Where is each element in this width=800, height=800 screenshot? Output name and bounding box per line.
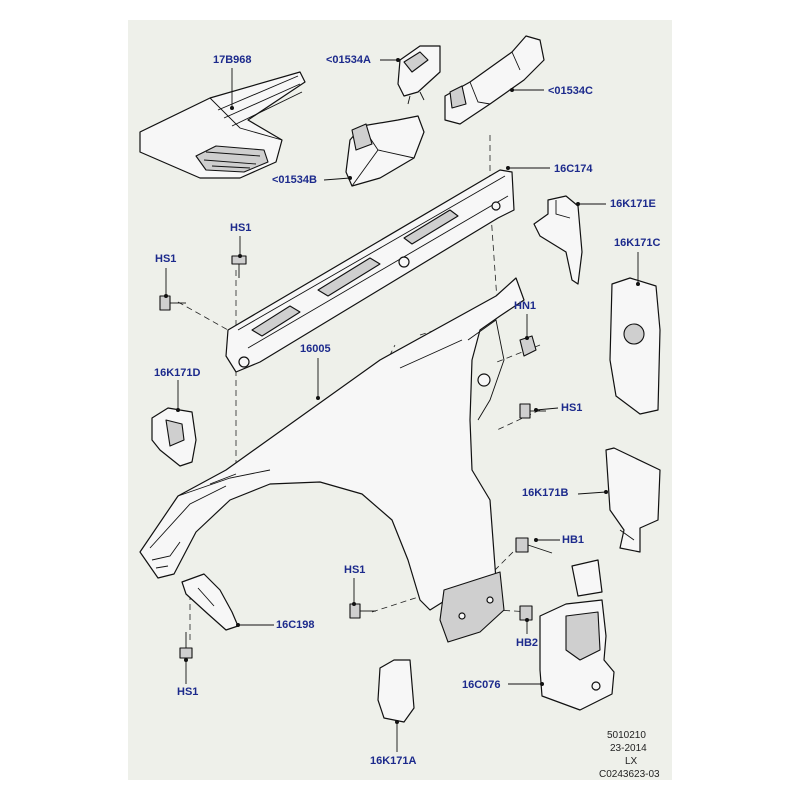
- fastener-hs1-mid: [349, 603, 376, 619]
- callout-16K171D: 16K171D: [154, 367, 201, 379]
- callout-16K171E: 16K171E: [610, 198, 656, 210]
- callout-hb2: HB2: [516, 637, 539, 649]
- part-01534B-bracket: [345, 115, 425, 187]
- leader-lines: [164, 58, 640, 752]
- fastener-hs1-right: [519, 403, 546, 419]
- part-16C174-upper-rail: [225, 169, 515, 373]
- fastener-hs1-top: [231, 255, 247, 278]
- fastener-hs1-left: [159, 295, 186, 311]
- part-16C076-bracket: [539, 559, 615, 711]
- callout-hs1-left: HS1: [155, 253, 177, 265]
- callout-hn1: HN1: [514, 300, 537, 312]
- fastener-hb1: [515, 537, 553, 554]
- fastener-hs1-bottom: [179, 632, 193, 659]
- callout-01534B: <01534B: [272, 174, 317, 186]
- callout-16K171C: 16K171C: [614, 237, 661, 249]
- part-16K171A-pad: [377, 659, 415, 723]
- callout-hs1-bottom: HS1: [177, 686, 199, 698]
- reference-line-3: LX: [625, 756, 638, 767]
- fastener-hb2: [519, 605, 533, 621]
- part-16K171B-panel: [605, 447, 661, 553]
- part-16K171C-panel: [609, 277, 661, 415]
- reference-line-2: 23-2014: [610, 743, 647, 754]
- reference-line-1: 5010210: [607, 730, 646, 741]
- callout-16C198: 16C198: [276, 619, 315, 631]
- part-16K171D-block: [151, 407, 197, 467]
- part-16005-fender: [139, 277, 525, 643]
- callout-hs1-mid: HS1: [344, 564, 366, 576]
- callout-hs1-right: HS1: [561, 402, 583, 414]
- callout-hs1-top: HS1: [230, 222, 252, 234]
- callout-01534C: <01534C: [548, 85, 593, 97]
- reference-line-4: C0243623-03: [599, 769, 660, 780]
- part-16C198-bracket: [181, 573, 239, 631]
- callout-16K171A: 16K171A: [370, 755, 417, 767]
- part-16K171E-seal: [533, 195, 583, 285]
- part-17B968-vent: [139, 71, 306, 179]
- part-01534C-bracket: [444, 35, 545, 125]
- callout-17B968: 17B968: [213, 54, 252, 66]
- callout-16005: 16005: [300, 343, 331, 355]
- callout-16C174: 16C174: [554, 163, 593, 175]
- callout-01534A: <01534A: [326, 54, 371, 66]
- part-01534A-bracket: [397, 45, 441, 105]
- callout-hb1: HB1: [562, 534, 585, 546]
- callout-16C076: 16C076: [462, 679, 501, 691]
- callout-16K171B: 16K171B: [522, 487, 569, 499]
